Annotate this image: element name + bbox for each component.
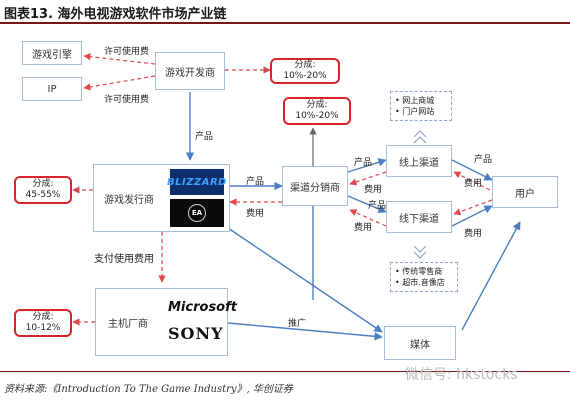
fee-label-user-offline: 费用 <box>464 229 483 239</box>
source-note: 资料来源:《Introduction To The Game Industry》… <box>4 384 293 395</box>
ea-logo: EA <box>170 199 224 227</box>
online-example-item: • 门户网站 <box>395 107 435 116</box>
share-box-channel: 分成: 10%-20% <box>283 97 351 125</box>
arrow-offline-user <box>451 205 493 227</box>
console-maker-label: 主机厂商 <box>108 318 148 330</box>
microsoft-logo: Microsoft <box>168 300 237 315</box>
share-publisher-value: 45-55% <box>25 190 61 200</box>
title-rule <box>0 22 570 24</box>
online-channel-box: 线上渠道 <box>386 145 452 177</box>
offline-example-item: • 传统零售商 <box>395 267 443 276</box>
arrow-license-engine <box>83 53 156 65</box>
promotion-label: 推广 <box>288 319 307 329</box>
share-developer-label: 分成: <box>294 60 316 70</box>
fee-label-user-online: 费用 <box>464 179 483 189</box>
share-channel-label: 分成: <box>306 100 328 110</box>
share-channel-value: 10%-20% <box>295 111 339 121</box>
arrow-media-user <box>461 221 521 331</box>
arrow-console-media <box>227 322 383 341</box>
share-publisher-label: 分成: <box>32 179 54 189</box>
online-examples-list: • 网上商城 • 门户网站 <box>390 91 452 121</box>
share-console-value: 10-12% <box>25 323 61 333</box>
console-maker-box: 主机厂商 <box>95 288 228 356</box>
chevron-up-online-2 <box>413 136 427 144</box>
share-box-developer: 分成: 10%-20% <box>270 58 340 84</box>
product-label-chan-online: 产品 <box>354 158 373 168</box>
fee-label-online-chan: 费用 <box>364 185 383 195</box>
game-engine-box: 游戏引擎 <box>22 41 82 65</box>
online-example-item: • 网上商城 <box>395 96 435 105</box>
share-developer-value: 10%-20% <box>283 71 327 81</box>
ip-box: IP <box>22 77 82 101</box>
channel-distributor-box: 渠道分销商 <box>282 166 348 206</box>
user-box: 用户 <box>492 176 558 208</box>
product-label-pub-chan: 产品 <box>246 177 265 187</box>
offline-example-item: • 超市.音像店 <box>395 278 445 287</box>
license-fee-label-2: 许可使用费 <box>104 95 150 105</box>
payment-fee-label: 支付使用费用 <box>94 254 154 265</box>
media-box: 媒体 <box>384 326 456 360</box>
share-console-label: 分成: <box>32 312 54 322</box>
game-publisher-label: 游戏发行商 <box>104 194 154 206</box>
arrow-user-offline <box>453 199 493 216</box>
sony-logo: SONY <box>168 324 224 343</box>
arrow-pub-media <box>227 227 383 333</box>
arrow-online-chan <box>349 171 387 186</box>
arrow-license-ip <box>83 75 156 91</box>
share-box-console: 分成: 10-12% <box>14 309 72 337</box>
chevron-down-offline-1 <box>413 245 427 253</box>
chevron-up-online-1 <box>413 130 427 138</box>
fee-label-offline-chan: 费用 <box>354 223 373 233</box>
arrow-chan-online <box>347 158 387 173</box>
fee-label-chan-pub: 费用 <box>246 209 265 219</box>
license-fee-label-1: 许可使用费 <box>104 47 150 57</box>
figure-title: 图表13. 海外电视游戏软件市场产业链 <box>4 7 227 22</box>
chevron-down-offline-2 <box>413 251 427 259</box>
product-label-online-user: 产品 <box>474 155 493 165</box>
game-developer-box: 游戏开发商 <box>155 52 225 90</box>
blizzard-logo: BLIZZARD <box>167 169 226 195</box>
product-label-chan-offline: 产品 <box>368 201 387 211</box>
offline-examples-list: • 传统零售商 • 超市.音像店 <box>390 262 458 292</box>
product-label-dev-pub: 产品 <box>195 132 214 142</box>
wechat-watermark: 微信号: hkstocks <box>405 367 518 383</box>
arrow-online-user <box>451 159 493 181</box>
footer-rule <box>0 371 570 372</box>
share-box-publisher: 分成: 45-55% <box>14 176 72 204</box>
arrow-chan-offline <box>347 195 387 213</box>
offline-channel-box: 线下渠道 <box>386 201 452 233</box>
